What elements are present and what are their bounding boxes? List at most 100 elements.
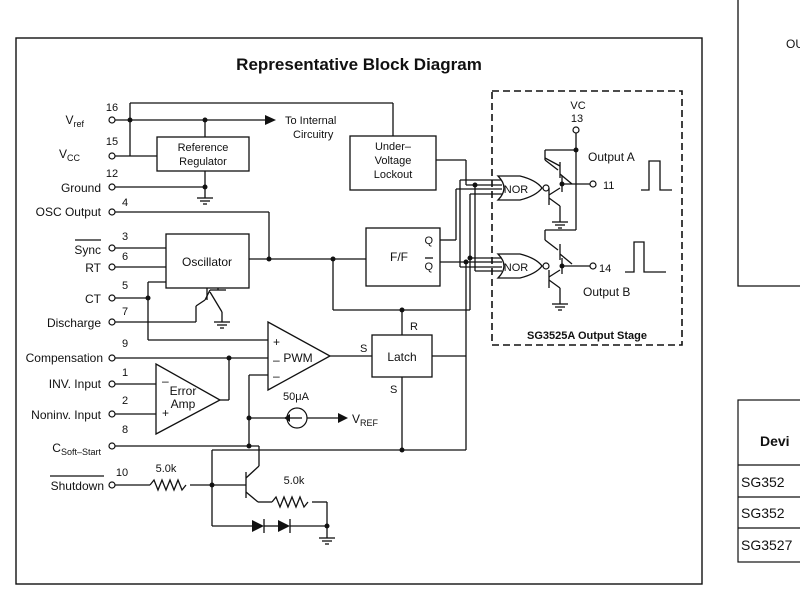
latch-block: Latch R S bbox=[371, 262, 467, 450]
table-row-1: SG352 bbox=[741, 474, 785, 490]
svg-text:Latch: Latch bbox=[387, 350, 416, 364]
svg-text:–: – bbox=[273, 353, 280, 367]
svg-text:3: 3 bbox=[122, 231, 128, 243]
svg-text:Error: Error bbox=[170, 384, 197, 398]
nor-gate-b: NOR bbox=[496, 253, 550, 279]
svg-text:CT: CT bbox=[85, 292, 102, 306]
svg-text:Q: Q bbox=[424, 235, 433, 247]
svg-text:15: 15 bbox=[106, 136, 118, 148]
svg-text:14: 14 bbox=[599, 263, 611, 275]
svg-text:–: – bbox=[162, 374, 169, 388]
nor-gate-a: NOR bbox=[496, 175, 550, 201]
pin-discharge: 7 Discharge bbox=[47, 306, 128, 330]
wires-softstart-shutdown: 5.0k 5.0k bbox=[115, 443, 466, 545]
table-header: Devi bbox=[760, 433, 790, 449]
output-stage-label: SG3525A Output Stage bbox=[527, 330, 647, 342]
resistor-1-icon bbox=[149, 478, 187, 492]
svg-text:Output B: Output B bbox=[583, 285, 630, 299]
current-source: 50μA VREF bbox=[249, 391, 379, 429]
svg-text:Noninv. Input: Noninv. Input bbox=[31, 408, 101, 422]
svg-text:Reference: Reference bbox=[178, 142, 229, 154]
svg-text:5.0k: 5.0k bbox=[284, 475, 305, 487]
waveform-a-icon bbox=[641, 160, 672, 191]
reference-regulator: Reference Regulator bbox=[156, 136, 250, 172]
svg-text:INV. Input: INV. Input bbox=[49, 377, 102, 391]
svg-text:Under–: Under– bbox=[375, 141, 412, 153]
wires-flipflop-nor bbox=[440, 179, 502, 310]
svg-text:Ground: Ground bbox=[61, 181, 101, 195]
output-b: 14 Output B bbox=[583, 241, 666, 299]
svg-text:OSC Output: OSC Output bbox=[36, 205, 102, 219]
svg-text:+: + bbox=[273, 335, 280, 349]
output-transistors: VC 13 bbox=[544, 100, 590, 311]
svg-text:Vref: Vref bbox=[65, 113, 84, 129]
svg-text:Compensation: Compensation bbox=[26, 351, 103, 365]
svg-text:+: + bbox=[162, 406, 169, 420]
svg-text:9: 9 bbox=[122, 338, 128, 350]
svg-text:PWM: PWM bbox=[283, 351, 312, 365]
svg-text:Q: Q bbox=[424, 261, 433, 273]
svg-text:CSoft–Start: CSoft–Start bbox=[52, 441, 101, 457]
device-table: Devi SG352 SG352 SG3527 bbox=[737, 399, 800, 563]
waveform-b-icon bbox=[625, 241, 666, 273]
svg-text:1: 1 bbox=[122, 367, 128, 379]
output-stage-box bbox=[491, 90, 683, 346]
svg-text:12: 12 bbox=[106, 168, 118, 180]
svg-text:Oscillator: Oscillator bbox=[182, 255, 232, 269]
svg-text:7: 7 bbox=[122, 306, 128, 318]
diode-2-icon bbox=[278, 520, 290, 532]
svg-text:8: 8 bbox=[122, 424, 128, 436]
svg-text:VREF: VREF bbox=[352, 412, 379, 428]
svg-text:10: 10 bbox=[116, 467, 128, 479]
svg-text:11: 11 bbox=[603, 180, 614, 192]
right-partial-text: OU bbox=[786, 37, 800, 51]
arrow-icon bbox=[265, 115, 276, 125]
pin-inv-input: 1 INV. Input bbox=[49, 367, 128, 391]
diagram-title: Representative Block Diagram bbox=[236, 55, 482, 74]
table-row-2: SG352 bbox=[741, 505, 785, 521]
pin-noninv-input: 2 Noninv. Input bbox=[31, 395, 128, 422]
svg-text:Lockout: Lockout bbox=[374, 169, 413, 181]
svg-text:VCC: VCC bbox=[59, 147, 81, 163]
wires-pwm: S bbox=[115, 343, 372, 446]
wires-reference bbox=[115, 102, 502, 205]
svg-text:5.0k: 5.0k bbox=[156, 463, 177, 475]
pin-vref: 16 Vref bbox=[65, 102, 118, 129]
svg-text:Sync: Sync bbox=[74, 243, 101, 257]
table-row-3: SG3527 bbox=[741, 537, 793, 553]
svg-text:13: 13 bbox=[571, 113, 583, 125]
undervoltage-lockout: Under– Voltage Lockout bbox=[349, 135, 437, 191]
svg-text:Shutdown: Shutdown bbox=[51, 479, 104, 493]
pwm-comparator: PWM + – – bbox=[267, 320, 332, 392]
to-internal-label-2: Circuitry bbox=[293, 129, 334, 141]
svg-text:50μA: 50μA bbox=[283, 391, 310, 403]
pin-vcc: 15 VCC bbox=[59, 136, 118, 163]
svg-text:NOR: NOR bbox=[504, 262, 529, 274]
svg-text:RT: RT bbox=[85, 261, 101, 275]
oscillator-block: Oscillator bbox=[165, 233, 250, 289]
svg-text:S: S bbox=[360, 343, 367, 355]
svg-text:S: S bbox=[390, 384, 397, 396]
svg-text:F/F: F/F bbox=[390, 250, 408, 264]
output-a: Output A 11 bbox=[588, 150, 672, 192]
pin-ground: 12 Ground bbox=[61, 168, 118, 195]
svg-text:Regulator: Regulator bbox=[179, 156, 227, 168]
svg-text:Output A: Output A bbox=[588, 150, 635, 164]
pin-sync: 3 Sync bbox=[74, 231, 128, 257]
to-internal-label-1: To Internal bbox=[285, 115, 336, 127]
svg-text:5: 5 bbox=[122, 280, 128, 292]
right-figure-frame: OU bbox=[737, 0, 800, 287]
pin-shutdown: 10 Shutdown bbox=[50, 467, 128, 493]
svg-text:–: – bbox=[273, 369, 280, 383]
flip-flop-block: F/F Q Q bbox=[365, 227, 441, 287]
svg-text:2: 2 bbox=[122, 395, 128, 407]
resistor-2-icon bbox=[271, 495, 309, 509]
svg-text:6: 6 bbox=[122, 251, 128, 263]
diode-1-icon bbox=[252, 520, 264, 532]
svg-text:Amp: Amp bbox=[171, 397, 196, 411]
pin-soft-start: 8 CSoft–Start bbox=[52, 424, 128, 457]
svg-text:Discharge: Discharge bbox=[47, 316, 101, 330]
svg-text:NOR: NOR bbox=[504, 184, 529, 196]
svg-text:16: 16 bbox=[106, 102, 118, 114]
